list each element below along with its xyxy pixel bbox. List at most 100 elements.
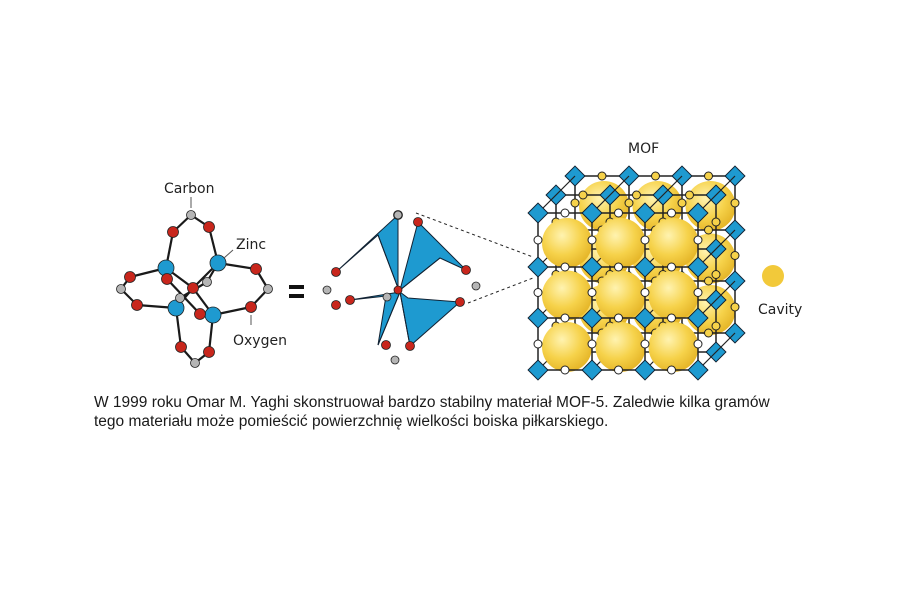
linker-node xyxy=(614,313,623,323)
depth-bond xyxy=(697,175,736,214)
carbon-atom xyxy=(390,355,400,365)
zinc-label: Zinc xyxy=(236,237,266,253)
zinc-cluster-node xyxy=(687,307,709,329)
linker-node xyxy=(711,270,721,279)
zinc-cluster-node xyxy=(634,307,656,329)
linker-node xyxy=(677,198,687,208)
caption-line-2: tego materiału może pomieścić powierzchn… xyxy=(94,413,609,430)
tetrahedron-edge xyxy=(377,291,401,346)
linker-node xyxy=(533,235,543,245)
linker-node xyxy=(651,171,660,181)
linker-node xyxy=(711,321,721,331)
carbon-atom xyxy=(393,210,403,220)
oxygen-atom xyxy=(405,341,415,351)
linker-node xyxy=(704,276,713,286)
linker-node xyxy=(578,190,588,200)
zinc-cluster-node xyxy=(581,307,603,329)
zinc-cluster-node xyxy=(581,256,603,278)
linker-node xyxy=(533,339,543,349)
linker-node xyxy=(693,235,703,245)
oxygen-atom xyxy=(175,341,187,353)
zinc-cluster-node xyxy=(527,256,549,278)
cavity-legend-icon xyxy=(762,265,784,287)
zinc-cluster-node xyxy=(634,359,656,381)
depth-bond xyxy=(697,332,736,371)
cavity-label: Cavity xyxy=(758,302,802,318)
linker-node xyxy=(587,339,597,349)
oxygen-atom xyxy=(455,297,465,307)
caption: W 1999 roku Omar M. Yaghi skonstruował b… xyxy=(94,393,854,431)
oxygen-atom xyxy=(131,299,143,311)
cavity-sphere xyxy=(595,322,646,372)
linker-node xyxy=(704,225,713,235)
linker-node xyxy=(704,328,713,338)
linker-node xyxy=(667,208,676,218)
linker-node xyxy=(614,208,623,218)
oxygen-atom xyxy=(413,217,423,227)
oxygen-atom xyxy=(203,221,215,233)
zinc-cluster-node xyxy=(687,256,709,278)
carbon-atom xyxy=(186,210,196,220)
cavity-sphere xyxy=(648,270,699,321)
zinc-tetrahedron xyxy=(335,213,399,289)
cavity-sphere xyxy=(648,218,699,268)
zinc-cluster-node xyxy=(527,359,549,381)
cavity-sphere xyxy=(648,322,699,372)
tetrahedron-edge xyxy=(399,257,441,291)
linker-node xyxy=(730,251,740,260)
cavity-sphere xyxy=(542,322,592,372)
oxygen-label: Oxygen xyxy=(233,333,287,349)
depth-bond xyxy=(537,175,576,214)
zinc-pointer xyxy=(223,249,234,259)
linker-node xyxy=(560,313,570,323)
linker-node xyxy=(667,365,676,375)
linker-node xyxy=(667,262,676,272)
linker-node xyxy=(730,198,740,208)
carbon-atom xyxy=(175,293,185,303)
carbon-atom xyxy=(190,358,200,368)
caption-line-1: W 1999 roku Omar M. Yaghi skonstruował b… xyxy=(94,394,770,411)
zoom-line-bottom xyxy=(467,277,534,304)
central-oxygen-atom xyxy=(393,285,403,295)
linker-node xyxy=(587,235,597,245)
depth-bond xyxy=(591,175,630,214)
linker-node xyxy=(693,288,703,297)
zinc-oxide-cluster-molecule xyxy=(116,210,273,368)
zinc-cluster-node xyxy=(687,359,709,381)
zinc-cluster-node xyxy=(634,256,656,278)
zinc-tetrahedron xyxy=(399,221,467,292)
zinc-cluster-node xyxy=(634,202,656,224)
linker-node xyxy=(587,288,597,297)
oxygen-atom xyxy=(250,263,262,275)
mof-cube-lattice xyxy=(527,165,746,381)
cavity-sphere xyxy=(542,218,592,268)
zinc-cluster-node xyxy=(687,202,709,224)
zinc-cluster-node xyxy=(527,202,549,224)
depth-bond xyxy=(697,229,736,268)
zinc-cluster-node xyxy=(581,359,603,381)
linker-node xyxy=(560,208,570,218)
cavity-sphere xyxy=(595,270,646,321)
linker-node xyxy=(533,288,543,297)
oxygen-atom xyxy=(203,346,215,358)
oxygen-atom xyxy=(167,226,179,238)
linker-node xyxy=(597,171,607,181)
cavity-sphere xyxy=(542,270,592,321)
linker-node xyxy=(730,302,740,312)
linker-node xyxy=(614,365,623,375)
linker-node xyxy=(560,365,570,375)
zinc-atom xyxy=(209,254,227,272)
linker-node xyxy=(632,190,641,200)
linker-node xyxy=(667,313,676,323)
zinc-cluster-node xyxy=(527,307,549,329)
cavity-sphere xyxy=(685,181,736,231)
zinc-cluster-node xyxy=(581,202,603,224)
linker-node xyxy=(640,339,650,349)
depth-bond xyxy=(644,175,683,214)
oxygen-atom xyxy=(345,295,355,305)
carbon-atom xyxy=(322,285,332,295)
linker-node xyxy=(640,288,650,297)
zoom-line-top xyxy=(415,212,534,258)
linker-node xyxy=(624,198,634,208)
